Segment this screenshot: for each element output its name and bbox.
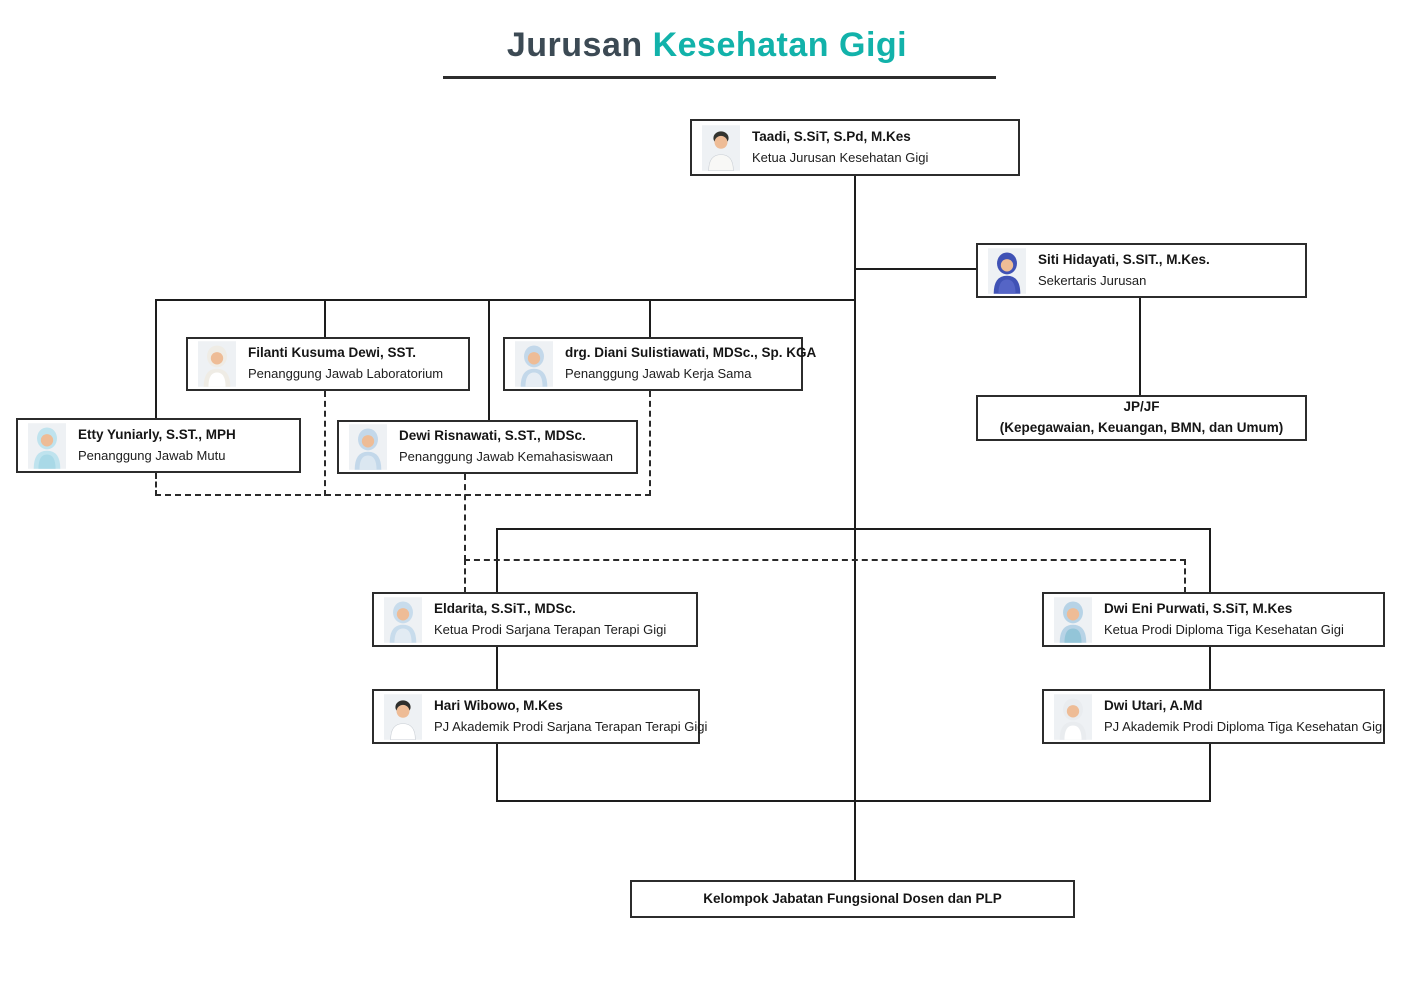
person-role: Ketua Jurusan Kesehatan Gigi <box>752 149 929 165</box>
node-pj-akademik-diploma-tiga: Dwi Utari, A.Md PJ Akademik Prodi Diplom… <box>1042 689 1385 744</box>
node-sekertaris-jurusan: Siti Hidayati, S.SIT., M.Kes. Sekertaris… <box>976 243 1307 298</box>
unit-subtitle: (Kepegawaian, Keuangan, BMN, dan Umum) <box>999 420 1284 435</box>
title-highlight: Kesehatan Gigi <box>652 26 908 64</box>
connector-dashed <box>464 559 466 593</box>
node-pj-akademik-sarjana-terapan: Hari Wibowo, M.Kes PJ Akademik Prodi Sar… <box>372 689 707 744</box>
person-role: Penanggung Jawab Mutu <box>78 447 226 463</box>
title-prefix: Jurusan <box>506 26 653 64</box>
person-role: Ketua Prodi Sarjana Terapan Terapi Gigi <box>434 621 667 637</box>
connector-solid <box>324 299 326 337</box>
person-name: Dewi Risnawati, S.ST., MDSc. <box>399 428 586 444</box>
person-name: Eldarita, S.SiT., MDSc. <box>434 600 576 616</box>
connector-dashed <box>464 474 466 561</box>
person-role: PJ Akademik Prodi Diploma Tiga Kesehatan… <box>1104 718 1386 734</box>
connector-solid <box>496 800 1211 802</box>
person-photo-icon <box>1054 693 1092 740</box>
connector-solid <box>155 299 157 418</box>
unit-title: JP/JF <box>1123 399 1160 415</box>
person-role: PJ Akademik Prodi Sarjana Terapan Terapi… <box>434 718 708 734</box>
node-jp-jf: JP/JF (Kepegawaian, Keuangan, BMN, dan U… <box>976 395 1307 441</box>
person-role: Penanggung Jawab Kemahasiswaan <box>399 449 613 465</box>
person-photo-icon <box>349 424 387 470</box>
person-photo-icon <box>198 341 236 387</box>
connector-solid <box>496 528 1211 530</box>
person-photo-icon <box>988 247 1026 294</box>
page-title: Jurusan Kesehatan Gigi <box>0 26 1414 65</box>
person-name: Taadi, S.SiT, S.Pd, M.Kes <box>752 128 911 144</box>
person-role: Sekertaris Jurusan <box>1038 272 1147 288</box>
person-role: Ketua Prodi Diploma Tiga Kesehatan Gigi <box>1104 621 1344 637</box>
person-photo-icon <box>28 422 66 469</box>
connector-dashed <box>464 559 1186 561</box>
node-ketua-jurusan: Taadi, S.SiT, S.Pd, M.Kes Ketua Jurusan … <box>690 119 1020 176</box>
node-kaprodi-sarjana-terapan: Eldarita, S.SiT., MDSc. Ketua Prodi Sarj… <box>372 592 698 647</box>
node-kelompok-fungsional: Kelompok Jabatan Fungsional Dosen dan PL… <box>630 880 1075 918</box>
node-pj-mutu: Etty Yuniarly, S.ST., MPH Penanggung Jaw… <box>16 418 301 473</box>
person-name: Filanti Kusuma Dewi, SST. <box>248 345 417 361</box>
person-photo-icon <box>1054 596 1092 643</box>
title-underline <box>443 76 996 79</box>
person-name: Hari Wibowo, M.Kes <box>434 697 563 713</box>
person-photo-icon <box>702 124 740 171</box>
connector-solid <box>1139 298 1141 395</box>
connector-dashed <box>155 494 651 496</box>
person-name: Etty Yuniarly, S.ST., MPH <box>78 426 236 442</box>
person-role: Penanggung Jawab Laboratorium <box>248 366 444 382</box>
connector-dashed <box>324 391 326 496</box>
node-pj-kemahasiswaan: Dewi Risnawati, S.ST., MDSc. Penanggung … <box>337 420 638 474</box>
connector-dashed <box>155 473 157 496</box>
node-pj-kerja-sama: drg. Diani Sulistiawati, MDSc., Sp. KGA … <box>503 337 816 391</box>
person-name: drg. Diani Sulistiawati, MDSc., Sp. KGA <box>565 345 817 361</box>
node-kaprodi-diploma-tiga: Dwi Eni Purwati, S.SiT, M.Kes Ketua Prod… <box>1042 592 1385 647</box>
person-photo-icon <box>384 693 422 740</box>
person-name: Siti Hidayati, S.SIT., M.Kes. <box>1038 251 1210 267</box>
node-pj-laboratorium: Filanti Kusuma Dewi, SST. Penanggung Jaw… <box>186 337 470 391</box>
person-photo-icon <box>384 596 422 643</box>
connector-dashed <box>649 391 651 496</box>
connector-solid <box>488 299 490 420</box>
connector-solid <box>1209 528 1211 802</box>
connector-solid <box>649 299 651 337</box>
person-role: Penanggung Jawab Kerja Sama <box>565 366 752 382</box>
connector-solid <box>854 268 976 270</box>
person-photo-icon <box>515 341 553 387</box>
person-name: Dwi Utari, A.Md <box>1104 697 1203 713</box>
person-name: Dwi Eni Purwati, S.SiT, M.Kes <box>1104 600 1293 616</box>
group-label: Kelompok Jabatan Fungsional Dosen dan PL… <box>703 890 1002 906</box>
connector-solid <box>496 528 498 802</box>
connector-solid <box>156 299 856 301</box>
connector-dashed <box>1184 559 1186 593</box>
